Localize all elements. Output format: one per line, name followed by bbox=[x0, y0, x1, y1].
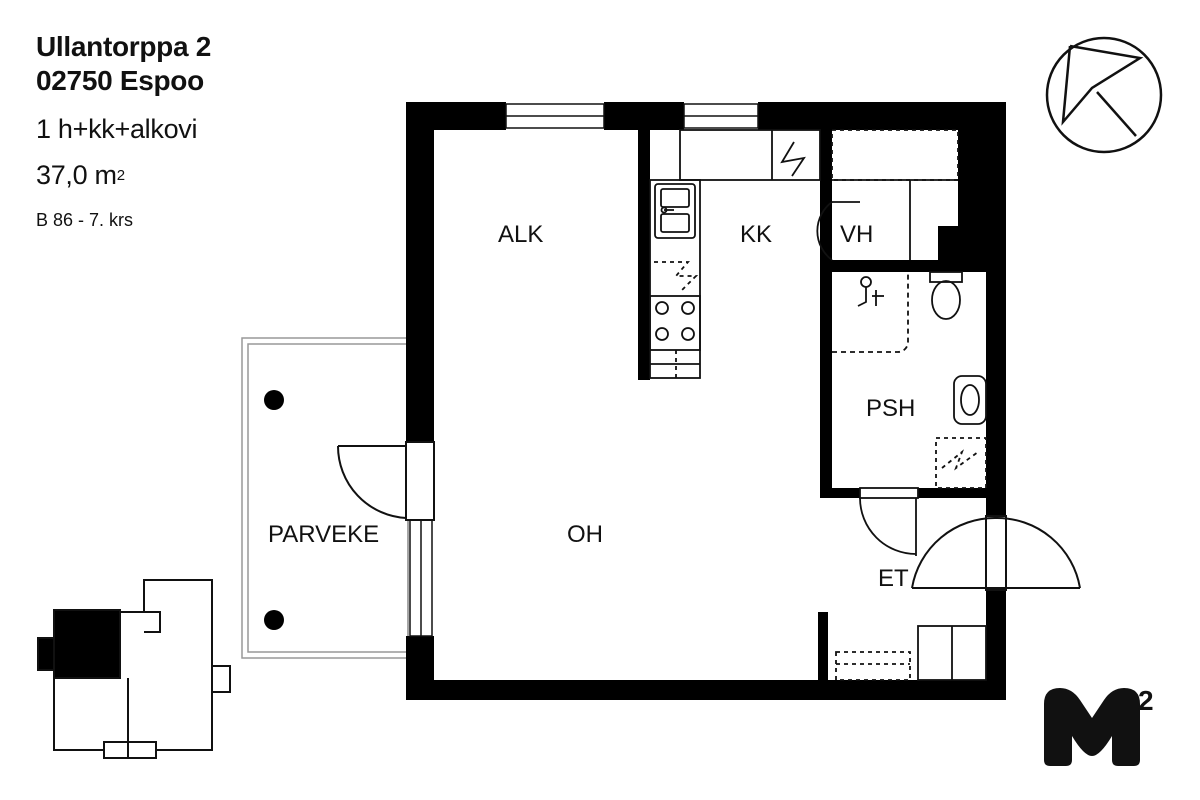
room-label-et: ET bbox=[878, 565, 909, 592]
postal-city: 02750 Espoo bbox=[36, 65, 204, 96]
walls bbox=[406, 102, 1006, 700]
kitchen-counter bbox=[649, 129, 821, 379]
balcony-door bbox=[336, 441, 435, 521]
entrance-door bbox=[911, 515, 1081, 591]
apartment-type: 1 h+kk+alkovi bbox=[36, 114, 198, 144]
north-arrow-compass-icon bbox=[1045, 36, 1163, 154]
room-label-oh: OH bbox=[567, 521, 603, 548]
room-label-parveke: PARVEKE bbox=[268, 521, 379, 548]
m2-brand-logo-icon: 2 bbox=[1044, 685, 1154, 766]
windows bbox=[409, 103, 759, 637]
entry-closet bbox=[835, 625, 987, 681]
building-key-plan-icon bbox=[37, 579, 231, 759]
apartment-info: Ullantorppa 2 02750 Espoo 1 h+kk+alkovi … bbox=[36, 30, 211, 231]
street-address: Ullantorppa 2 bbox=[36, 31, 212, 62]
room-label-vh: VH bbox=[840, 221, 873, 248]
logo-superscript: 2 bbox=[1138, 685, 1154, 716]
balcony bbox=[241, 337, 409, 659]
unit-floor: B 86 - 7. krs bbox=[36, 210, 134, 230]
wardrobe bbox=[816, 129, 959, 261]
room-label-kk: KK bbox=[740, 221, 772, 248]
bathroom-fixtures bbox=[832, 271, 987, 556]
room-label-psh: PSH bbox=[866, 395, 915, 422]
balcony-post bbox=[264, 610, 284, 630]
area-value: 37,0 m bbox=[36, 160, 117, 190]
area-unit-superscript: 2 bbox=[116, 167, 125, 184]
apartment-area: 37,0 m2 bbox=[36, 160, 211, 190]
room-label-alk: ALK bbox=[498, 221, 543, 248]
balcony-post bbox=[264, 390, 284, 410]
